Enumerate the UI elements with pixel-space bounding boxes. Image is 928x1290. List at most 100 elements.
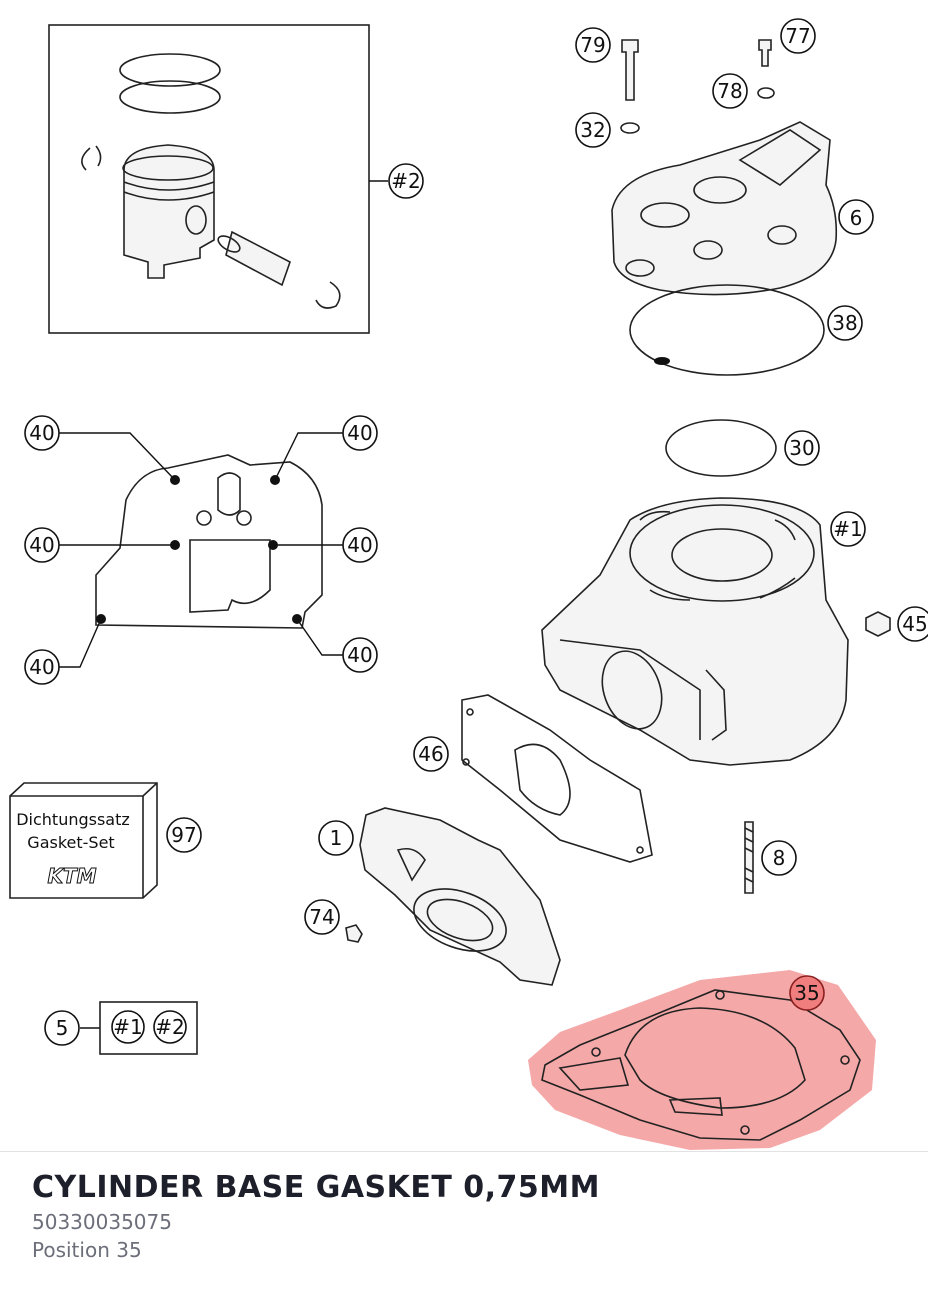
o-ring-38-group[interactable]: 38 <box>629 284 863 376</box>
callout-circle-5 <box>44 1010 80 1046</box>
gasket-stud-hole-4 <box>740 1125 750 1135</box>
stud-8-threads <box>744 827 754 883</box>
cylinder-group[interactable]: #1 <box>541 497 866 766</box>
callout-circle-40-3 <box>24 527 60 563</box>
callout-97: 97 <box>171 823 196 847</box>
callout-40-2: 40 <box>347 421 372 445</box>
piston-pin <box>225 230 291 287</box>
intake-flange-group[interactable]: 1 <box>318 807 561 986</box>
piston-top <box>122 155 214 181</box>
stud-8-group[interactable]: 8 <box>744 821 797 894</box>
callout-circle-32 <box>575 112 611 148</box>
callout-circle-40-2 <box>342 415 378 451</box>
callout-circle-45 <box>897 606 928 642</box>
cylinder-top-deck <box>629 504 815 602</box>
gasket-slot <box>217 472 241 516</box>
info-divider <box>0 1151 928 1152</box>
cylinder <box>541 497 849 766</box>
piston-kit-group[interactable]: #2 <box>48 24 424 334</box>
cylinder-head-group[interactable]: 6 <box>611 121 874 296</box>
callout-5: 5 <box>56 1016 69 1040</box>
circlip-left <box>81 145 102 171</box>
callout-40-5: 40 <box>29 655 54 679</box>
exhaust-flange-gasket <box>95 454 323 629</box>
kit-5-group[interactable]: 5 #1 #2 <box>44 1001 198 1055</box>
callout-circle-40-5 <box>24 649 60 685</box>
piston-ring-upper <box>119 53 221 87</box>
selected-part-info: CYLINDER BASE GASKET 0,75MM 50330035075 … <box>32 1168 600 1264</box>
intake-flange-inner <box>426 898 494 942</box>
cylinder-base-gasket-group[interactable]: 35 <box>528 970 876 1150</box>
gasket-stud-hole-3 <box>840 1055 850 1065</box>
piston <box>123 144 215 279</box>
highlight-glow <box>528 970 876 1150</box>
leader-40-2 <box>274 432 343 481</box>
gasket-46 <box>461 694 653 863</box>
head-dome <box>693 176 747 204</box>
gasket-port <box>189 539 271 613</box>
callout-1hash: #1 <box>833 517 862 541</box>
gasket-set-line2: Gasket-Set <box>27 833 114 852</box>
callout-circle-40-1 <box>24 415 60 451</box>
callout-circle-40-6 <box>342 637 378 673</box>
intake-flange-tab <box>396 847 426 882</box>
exhaust-port-outline <box>559 639 701 740</box>
callout-circle-6 <box>838 199 874 235</box>
callout-circle-97 <box>166 817 202 853</box>
callout-circle-40-4 <box>342 527 378 563</box>
callout-circle-1hash <box>830 511 866 547</box>
nut-74 <box>345 924 363 943</box>
head-bolt-group[interactable]: 79 <box>575 27 639 101</box>
transfer-ports <box>639 510 796 601</box>
head-bolt-boss-1 <box>693 240 723 260</box>
callout-32: 32 <box>580 118 605 142</box>
callout-circle-35 <box>789 975 825 1011</box>
gasket-46-group[interactable]: 46 <box>413 694 653 863</box>
intake-flange <box>359 807 561 986</box>
power-valve-linkage <box>705 669 727 741</box>
callout-45: 45 <box>902 612 927 636</box>
callout-circle-77 <box>780 18 816 54</box>
nut-74-group[interactable]: 74 <box>304 899 363 943</box>
callout-38: 38 <box>832 311 857 335</box>
callout-circle-2 <box>388 163 424 199</box>
cylinder-bore <box>671 528 773 582</box>
callout-circle-5b <box>153 1010 187 1044</box>
o-ring-30-group[interactable]: 30 <box>665 419 820 477</box>
washer-78-group[interactable]: 78 <box>712 73 775 109</box>
o-ring-marker <box>654 357 670 365</box>
callout-circle-30 <box>784 430 820 466</box>
small-bolt <box>758 39 772 67</box>
intake-flange-port <box>413 888 507 952</box>
callout-circle-38 <box>827 305 863 341</box>
callout-40-3: 40 <box>29 533 54 557</box>
callout-circle-78 <box>712 73 748 109</box>
piston-pin-bore <box>185 205 207 235</box>
gasket-set-group[interactable]: Dichtungssatz Gasket-Set KTM 97 <box>9 782 202 899</box>
exhaust-port <box>601 650 663 730</box>
callout-78: 78 <box>717 79 742 103</box>
callout-8: 8 <box>773 846 786 870</box>
gasket-46-hole-1 <box>466 708 474 716</box>
part-title: CYLINDER BASE GASKET 0,75MM <box>32 1170 601 1205</box>
gasket-hole-left <box>196 510 212 526</box>
callout-40-6: 40 <box>347 643 372 667</box>
washer-78 <box>757 87 775 99</box>
ktm-logo: KTM <box>47 864 96 888</box>
nut-45-group[interactable]: 45 <box>865 606 928 642</box>
callout-2: #2 <box>391 169 420 193</box>
gasket-transfer-cutout <box>668 1097 723 1116</box>
callout-40-1: 40 <box>29 421 54 445</box>
cylinder-base-gasket <box>541 989 861 1141</box>
callout-77: 77 <box>785 24 810 48</box>
head-bolt-boss-3 <box>625 259 655 277</box>
exploded-parts-diagram: #2 79 77 78 32 6 38 <box>9 18 928 1150</box>
callout-1: 1 <box>330 826 343 850</box>
washer-32-group[interactable]: 32 <box>575 112 640 148</box>
exhaust-flange-gasket-group[interactable]: 40 40 40 40 40 40 <box>24 415 378 685</box>
gasket-46-port <box>514 743 571 816</box>
piston-pin-end <box>217 235 241 253</box>
washer-32 <box>620 122 640 134</box>
callout-circle-46 <box>413 736 449 772</box>
small-bolt-group[interactable]: 77 <box>758 18 816 67</box>
